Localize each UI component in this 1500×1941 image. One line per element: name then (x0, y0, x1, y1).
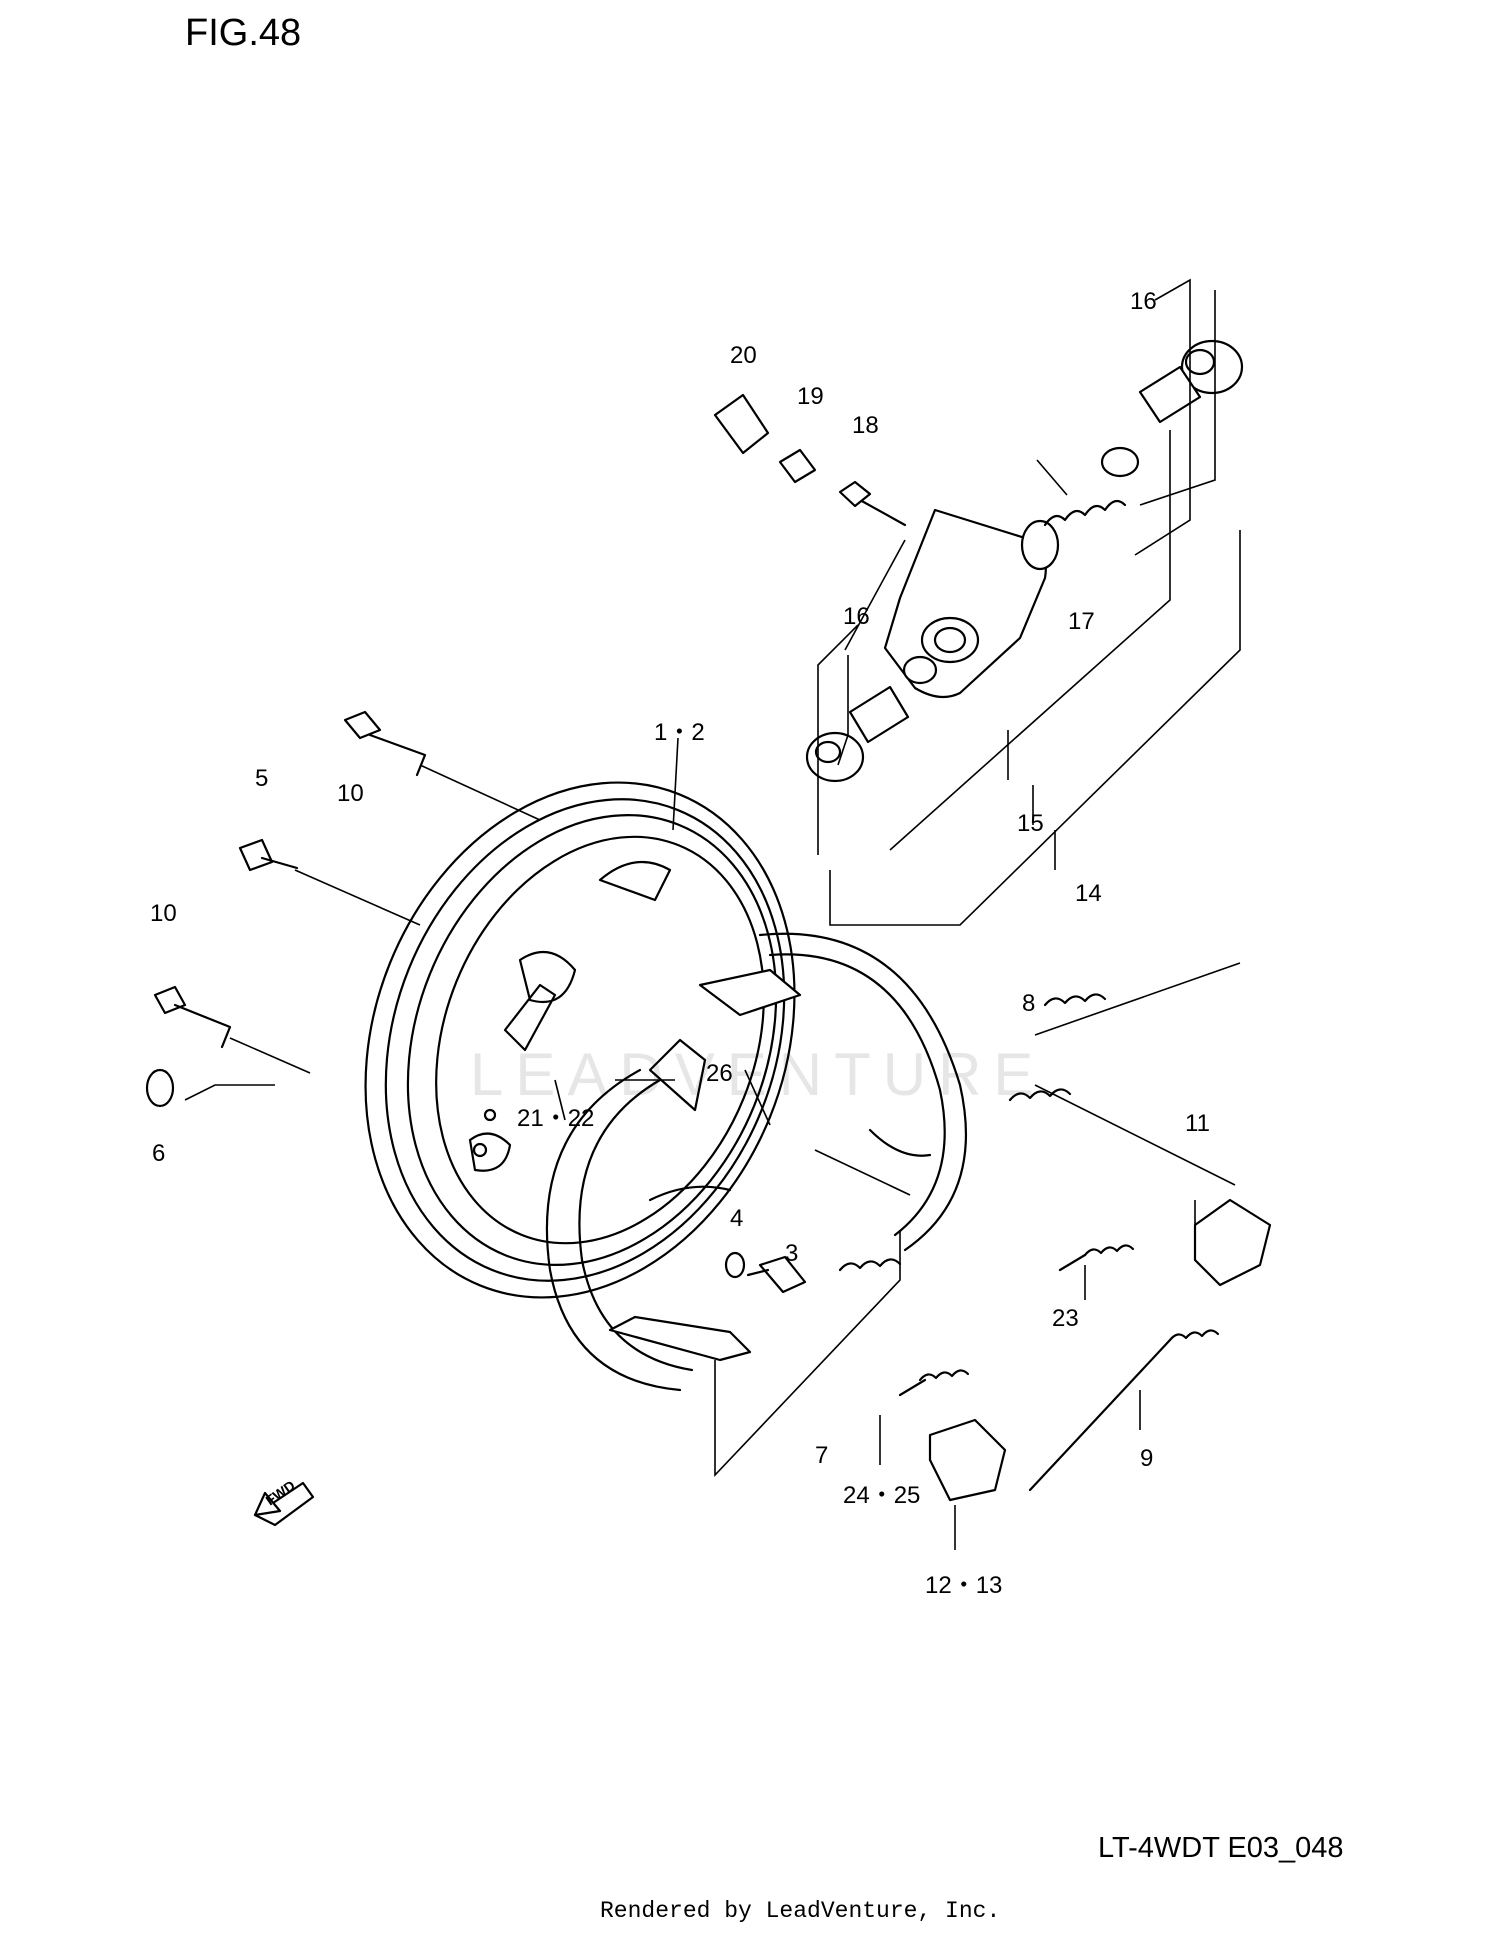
callout-24-25: 24・25 (843, 1482, 921, 1509)
callout-12-13: 12・13 (925, 1572, 1003, 1599)
fwd-arrow (253, 1481, 315, 1527)
callout-11: 11 (1185, 1110, 1210, 1137)
callout-19: 19 (797, 383, 824, 410)
cylinder-parts (805, 339, 1244, 783)
callout-7: 7 (815, 1442, 829, 1469)
callout-16-upper: 16 (1130, 288, 1157, 315)
model-code: LT-4WDT E03_048 (1098, 1832, 1344, 1864)
callout-26: 26 (706, 1060, 733, 1087)
callout-3: 3 (785, 1240, 799, 1267)
render-credit: Rendered by LeadVenture, Inc. (600, 1898, 1001, 1924)
callout-14: 14 (1075, 880, 1102, 907)
callout-16-lower: 16 (843, 603, 870, 630)
callout-10-upper: 10 (337, 780, 364, 807)
callout-21-22: 21・22 (517, 1105, 595, 1132)
callout-1-2: 1・2 (654, 719, 705, 746)
callout-4: 4 (730, 1205, 744, 1232)
callout-20: 20 (730, 342, 757, 369)
hardware (145, 393, 1272, 1502)
brake-shoe (545, 932, 967, 1392)
callout-9: 9 (1140, 1445, 1154, 1472)
callout-8: 8 (1022, 990, 1036, 1017)
figure-title: FIG.48 (185, 12, 302, 54)
callout-6: 6 (152, 1140, 166, 1167)
callout-23: 23 (1052, 1305, 1079, 1332)
callout-10-lower: 10 (150, 900, 177, 927)
callout-5: 5 (255, 765, 269, 792)
callout-17: 17 (1068, 608, 1095, 635)
wheel-cylinder (883, 508, 1060, 699)
callout-18: 18 (852, 412, 879, 439)
brake-panel (364, 781, 796, 1299)
leader-lines (184, 278, 1241, 1550)
callout-15: 15 (1017, 810, 1044, 837)
